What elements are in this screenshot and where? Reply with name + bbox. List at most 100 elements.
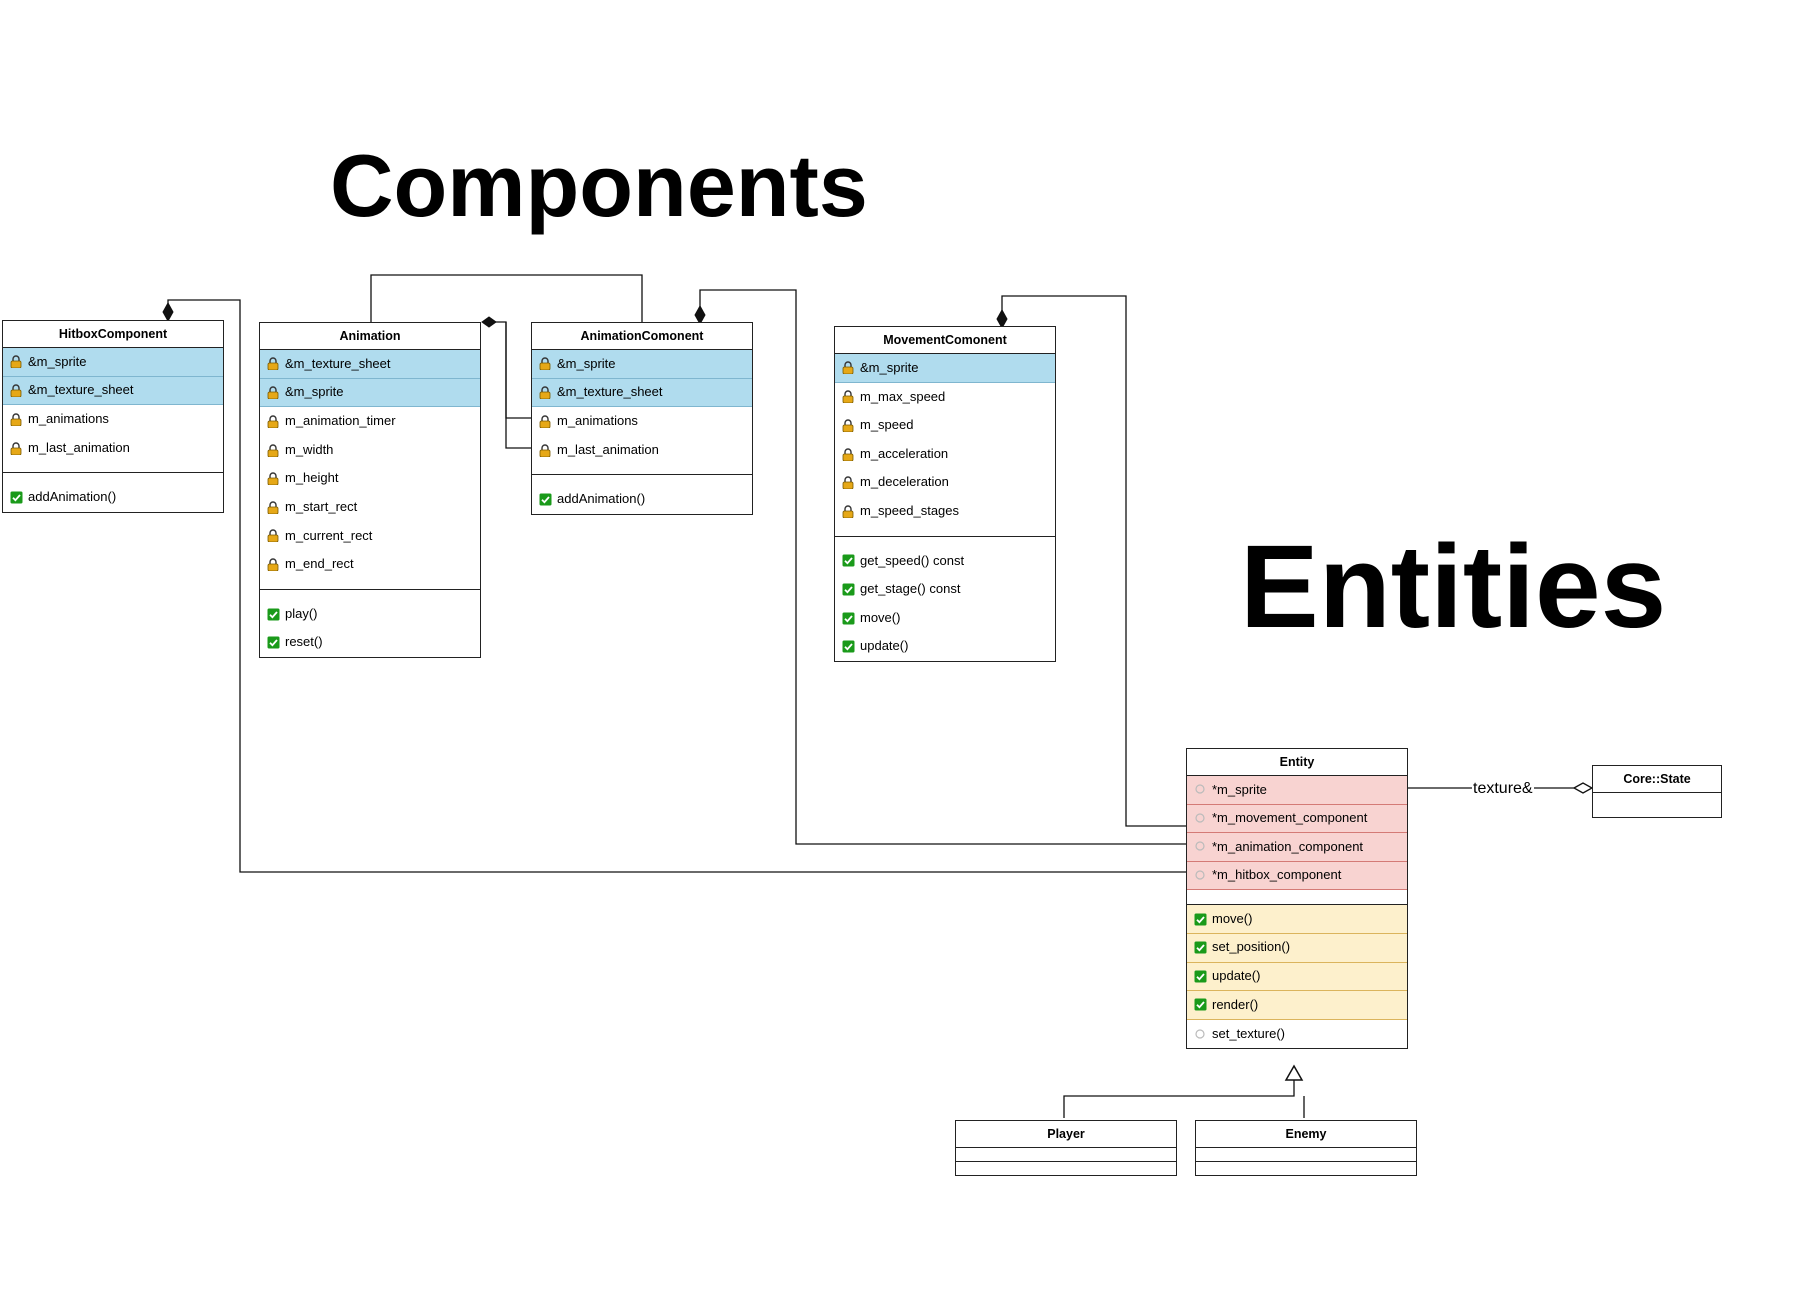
padlock-icon <box>842 390 854 404</box>
method-row: set_position() <box>1187 933 1407 963</box>
attribute-label: *m_animation_component <box>1212 838 1364 854</box>
method-compartment: play() reset() <box>260 600 480 657</box>
method-compartment: addAnimation() <box>3 483 223 512</box>
class-name: HitboxComponent <box>3 321 223 348</box>
padlock-icon <box>267 357 279 371</box>
padlock-icon <box>539 357 551 371</box>
method-row: set_texture() <box>1187 1020 1407 1049</box>
method-compartment: move() set_position() update() render() set_… <box>1187 905 1407 1048</box>
connector-animation-top <box>370 274 643 322</box>
class-enemy[interactable]: Enemy <box>1195 1120 1417 1176</box>
attribute-row: m_height <box>260 464 480 493</box>
class-name: AnimationComonent <box>532 323 752 350</box>
entities-heading: Entities <box>1240 521 1667 653</box>
class-hitbox-component[interactable]: HitboxComponent &m_sprite&m_texture_shee… <box>2 320 224 513</box>
attribute-label: m_deceleration <box>860 474 949 490</box>
class-core-state[interactable]: Core::State <box>1592 765 1722 818</box>
method-compartment: addAnimation() <box>532 485 752 514</box>
checkmark-icon <box>842 640 855 653</box>
attribute-row: m_animations <box>3 405 223 434</box>
attribute-row: m_speed_stages <box>835 497 1055 526</box>
attribute-row: m_start_rect <box>260 493 480 522</box>
class-entity[interactable]: Entity *m_sprite*m_movement_component*m_… <box>1186 748 1408 1050</box>
method-row: update() <box>835 632 1055 661</box>
attribute-label: m_height <box>285 470 339 486</box>
padlock-icon <box>10 384 22 397</box>
circle-icon <box>1194 812 1206 825</box>
attribute-compartment: *m_sprite*m_movement_component*m_animati… <box>1187 776 1407 891</box>
connector-entity-movement-component <box>1001 295 1190 827</box>
class-player[interactable]: Player <box>955 1120 1177 1176</box>
padlock-icon <box>267 529 279 543</box>
checkmark-icon <box>1194 970 1207 983</box>
attribute-label: m_current_rect <box>285 527 373 543</box>
attribute-label: m_last_animation <box>557 441 659 457</box>
class-name: MovementComonent <box>835 327 1055 354</box>
attribute-label: m_speed_stages <box>860 502 960 518</box>
circle-icon <box>1194 1028 1206 1041</box>
attribute-label: m_animation_timer <box>285 413 396 429</box>
attribute-row: &m_texture_sheet <box>532 378 752 408</box>
padlock-icon <box>10 355 22 369</box>
attribute-label: *m_sprite <box>1212 781 1267 797</box>
attribute-row: *m_hitbox_component <box>1187 861 1407 891</box>
attribute-row: *m_sprite <box>1187 776 1407 805</box>
attribute-label: m_acceleration <box>860 445 949 461</box>
connector-player-entity <box>1063 1080 1295 1118</box>
padlock-icon <box>267 501 279 514</box>
padlock-icon <box>842 476 854 490</box>
padlock-icon <box>10 441 22 455</box>
class-name: Core::State <box>1593 766 1721 793</box>
connector-animation-m-animations <box>490 321 532 419</box>
attribute-row: m_end_rect <box>260 550 480 579</box>
attribute-label: m_last_animation <box>28 439 130 455</box>
circle-icon <box>1194 783 1206 796</box>
class-name: Player <box>956 1121 1176 1148</box>
method-row: addAnimation() <box>3 483 223 512</box>
attribute-row: &m_texture_sheet <box>260 350 480 379</box>
attribute-label: m_end_rect <box>285 556 354 572</box>
padlock-icon <box>267 415 279 428</box>
attribute-label: m_animations <box>28 411 109 427</box>
composition-diamond-animation <box>481 316 497 328</box>
method-label: reset() <box>285 634 323 650</box>
method-row: addAnimation() <box>532 485 752 514</box>
padlock-icon <box>267 558 279 571</box>
attribute-row: m_max_speed <box>835 383 1055 412</box>
padlock-icon <box>842 505 854 518</box>
attribute-row: &m_texture_sheet <box>3 376 223 406</box>
method-label: move() <box>1212 910 1253 926</box>
attribute-row: m_last_animation <box>3 434 223 463</box>
attribute-label: m_width <box>285 441 334 457</box>
aggregation-diamond-core-state <box>1572 782 1594 794</box>
checkmark-icon <box>1194 941 1207 954</box>
checkmark-icon <box>842 612 855 625</box>
method-row: play() <box>260 600 480 629</box>
method-label: set_position() <box>1212 939 1291 955</box>
method-row: update() <box>1187 962 1407 992</box>
method-label: render() <box>1212 996 1259 1012</box>
attribute-row: m_width <box>260 436 480 465</box>
checkmark-icon <box>267 608 280 621</box>
padlock-icon <box>539 443 551 457</box>
attribute-row: &m_sprite <box>532 350 752 379</box>
method-label: set_texture() <box>1212 1025 1285 1041</box>
attribute-row: m_animations <box>532 407 752 436</box>
inheritance-triangle <box>1284 1064 1304 1081</box>
padlock-icon <box>842 447 854 461</box>
class-animation-comonent[interactable]: AnimationComonent &m_sprite&m_texture_sh… <box>531 322 753 515</box>
attribute-label: m_max_speed <box>860 388 946 404</box>
checkmark-icon <box>1194 998 1207 1011</box>
attribute-label: *m_hitbox_component <box>1212 867 1342 883</box>
attribute-row: m_speed <box>835 411 1055 440</box>
checkmark-icon <box>1194 913 1207 926</box>
method-label: play() <box>285 605 318 621</box>
method-row: get_speed() const <box>835 547 1055 576</box>
attribute-label: &m_sprite <box>28 353 87 369</box>
attribute-row: *m_animation_component <box>1187 833 1407 862</box>
